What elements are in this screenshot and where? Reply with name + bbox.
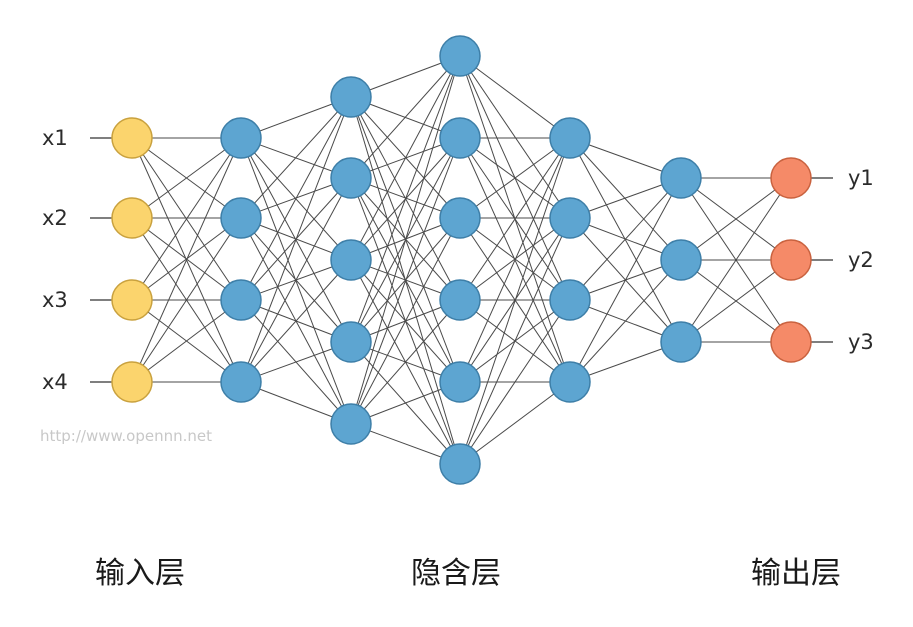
edge-l3-n0-to-n0 bbox=[459, 55, 571, 139]
edge-l2-n4-to-n0 bbox=[350, 55, 461, 425]
hidden-node-l2-1 bbox=[330, 76, 372, 118]
input-node-l0-3 bbox=[111, 279, 153, 321]
edge-l3-n5-to-n3 bbox=[459, 381, 571, 465]
hidden-node-l4-2 bbox=[549, 197, 591, 239]
hidden-node-l4-3 bbox=[549, 279, 591, 321]
edge-l2-n4-to-n2 bbox=[350, 217, 461, 425]
edge-l3-n5-to-n2 bbox=[459, 299, 571, 465]
hidden-node-l3-4 bbox=[439, 279, 481, 321]
hidden-node-l3-2 bbox=[439, 117, 481, 159]
input-label-x2: x2 bbox=[42, 206, 68, 230]
input-label-x3: x3 bbox=[42, 288, 68, 312]
input-node-l0-1 bbox=[111, 117, 153, 159]
hidden-node-l3-6 bbox=[439, 443, 481, 485]
hidden-node-l1-1 bbox=[220, 117, 262, 159]
hidden-node-l5-3 bbox=[660, 321, 702, 363]
edge-l4-n2-to-n0 bbox=[569, 177, 682, 301]
edge-l1-n3-to-n0 bbox=[240, 96, 352, 383]
edge-l0-n3-to-n0 bbox=[131, 137, 242, 383]
caption-output-layer: 输出层 bbox=[751, 556, 841, 591]
edge-l1-n3-to-n1 bbox=[240, 177, 352, 383]
hidden-node-l1-4 bbox=[220, 361, 262, 403]
hidden-node-l5-1 bbox=[660, 157, 702, 199]
io-labels: x1 x2 x3 x4 y1 y2 y3 bbox=[42, 126, 874, 394]
hidden-node-l1-2 bbox=[220, 197, 262, 239]
edge-l0-n3-to-n1 bbox=[131, 217, 242, 383]
edge-l5-n2-to-n1 bbox=[680, 259, 792, 343]
hidden-node-l2-2 bbox=[330, 157, 372, 199]
edge-l1-n3-to-n2 bbox=[240, 259, 352, 383]
edge-l4-n3-to-n0 bbox=[569, 177, 682, 383]
hidden-node-l1-3 bbox=[220, 279, 262, 321]
caption-input-layer: 输入层 bbox=[95, 556, 185, 591]
edge-l3-n5-to-n0 bbox=[459, 137, 571, 465]
edge-l5-n2-to-n0 bbox=[680, 177, 792, 343]
edge-l4-n3-to-n1 bbox=[569, 259, 682, 383]
edge-l2-n3-to-n0 bbox=[350, 55, 461, 343]
output-label-y3: y3 bbox=[848, 330, 874, 354]
hidden-node-l3-1 bbox=[439, 35, 481, 77]
edge-l2-n1-to-n0 bbox=[350, 55, 461, 179]
output-label-y1: y1 bbox=[848, 166, 874, 190]
input-label-x4: x4 bbox=[42, 370, 68, 394]
edge-l0-n2-to-n0 bbox=[131, 137, 242, 301]
edge-l1-n2-to-n0 bbox=[240, 96, 352, 301]
hidden-node-l3-5 bbox=[439, 361, 481, 403]
hidden-node-l4-4 bbox=[549, 361, 591, 403]
hidden-node-l5-2 bbox=[660, 239, 702, 281]
output-node-l6-3 bbox=[770, 321, 812, 363]
input-node-l0-4 bbox=[111, 361, 153, 403]
caption-hidden-layer: 隐含层 bbox=[411, 556, 501, 591]
hidden-node-l2-5 bbox=[330, 403, 372, 445]
edge-l3-n5-to-n1 bbox=[459, 217, 571, 465]
edge-l3-n4-to-n0 bbox=[459, 137, 571, 383]
hidden-node-l3-3 bbox=[439, 197, 481, 239]
edge-l4-n0-to-n2 bbox=[569, 137, 682, 343]
edge-l1-n1-to-n0 bbox=[240, 96, 352, 219]
edge-l3-n3-to-n0 bbox=[459, 137, 571, 301]
edge-l0-n1-to-n0 bbox=[131, 137, 242, 219]
edge-l0-n3-to-n2 bbox=[131, 299, 242, 383]
edge-l2-n4-to-n3 bbox=[350, 299, 461, 425]
output-node-l6-1 bbox=[770, 157, 812, 199]
edge-l5-n1-to-n0 bbox=[680, 177, 792, 261]
input-node-l0-2 bbox=[111, 197, 153, 239]
neuron-nodes bbox=[111, 35, 812, 485]
output-label-y2: y2 bbox=[848, 248, 874, 272]
edge-l2-n2-to-n0 bbox=[350, 55, 461, 261]
hidden-node-l2-3 bbox=[330, 239, 372, 281]
hidden-node-l4-1 bbox=[549, 117, 591, 159]
edge-l3-n2-to-n0 bbox=[459, 137, 571, 219]
output-node-l6-2 bbox=[770, 239, 812, 281]
edge-l4-n0-to-n1 bbox=[569, 137, 682, 261]
io-lines bbox=[90, 137, 833, 383]
hidden-node-l2-4 bbox=[330, 321, 372, 363]
input-label-x1: x1 bbox=[42, 126, 68, 150]
watermark-text: http://www.opennn.net bbox=[40, 427, 212, 445]
edge-l2-n4-to-n1 bbox=[350, 137, 461, 425]
